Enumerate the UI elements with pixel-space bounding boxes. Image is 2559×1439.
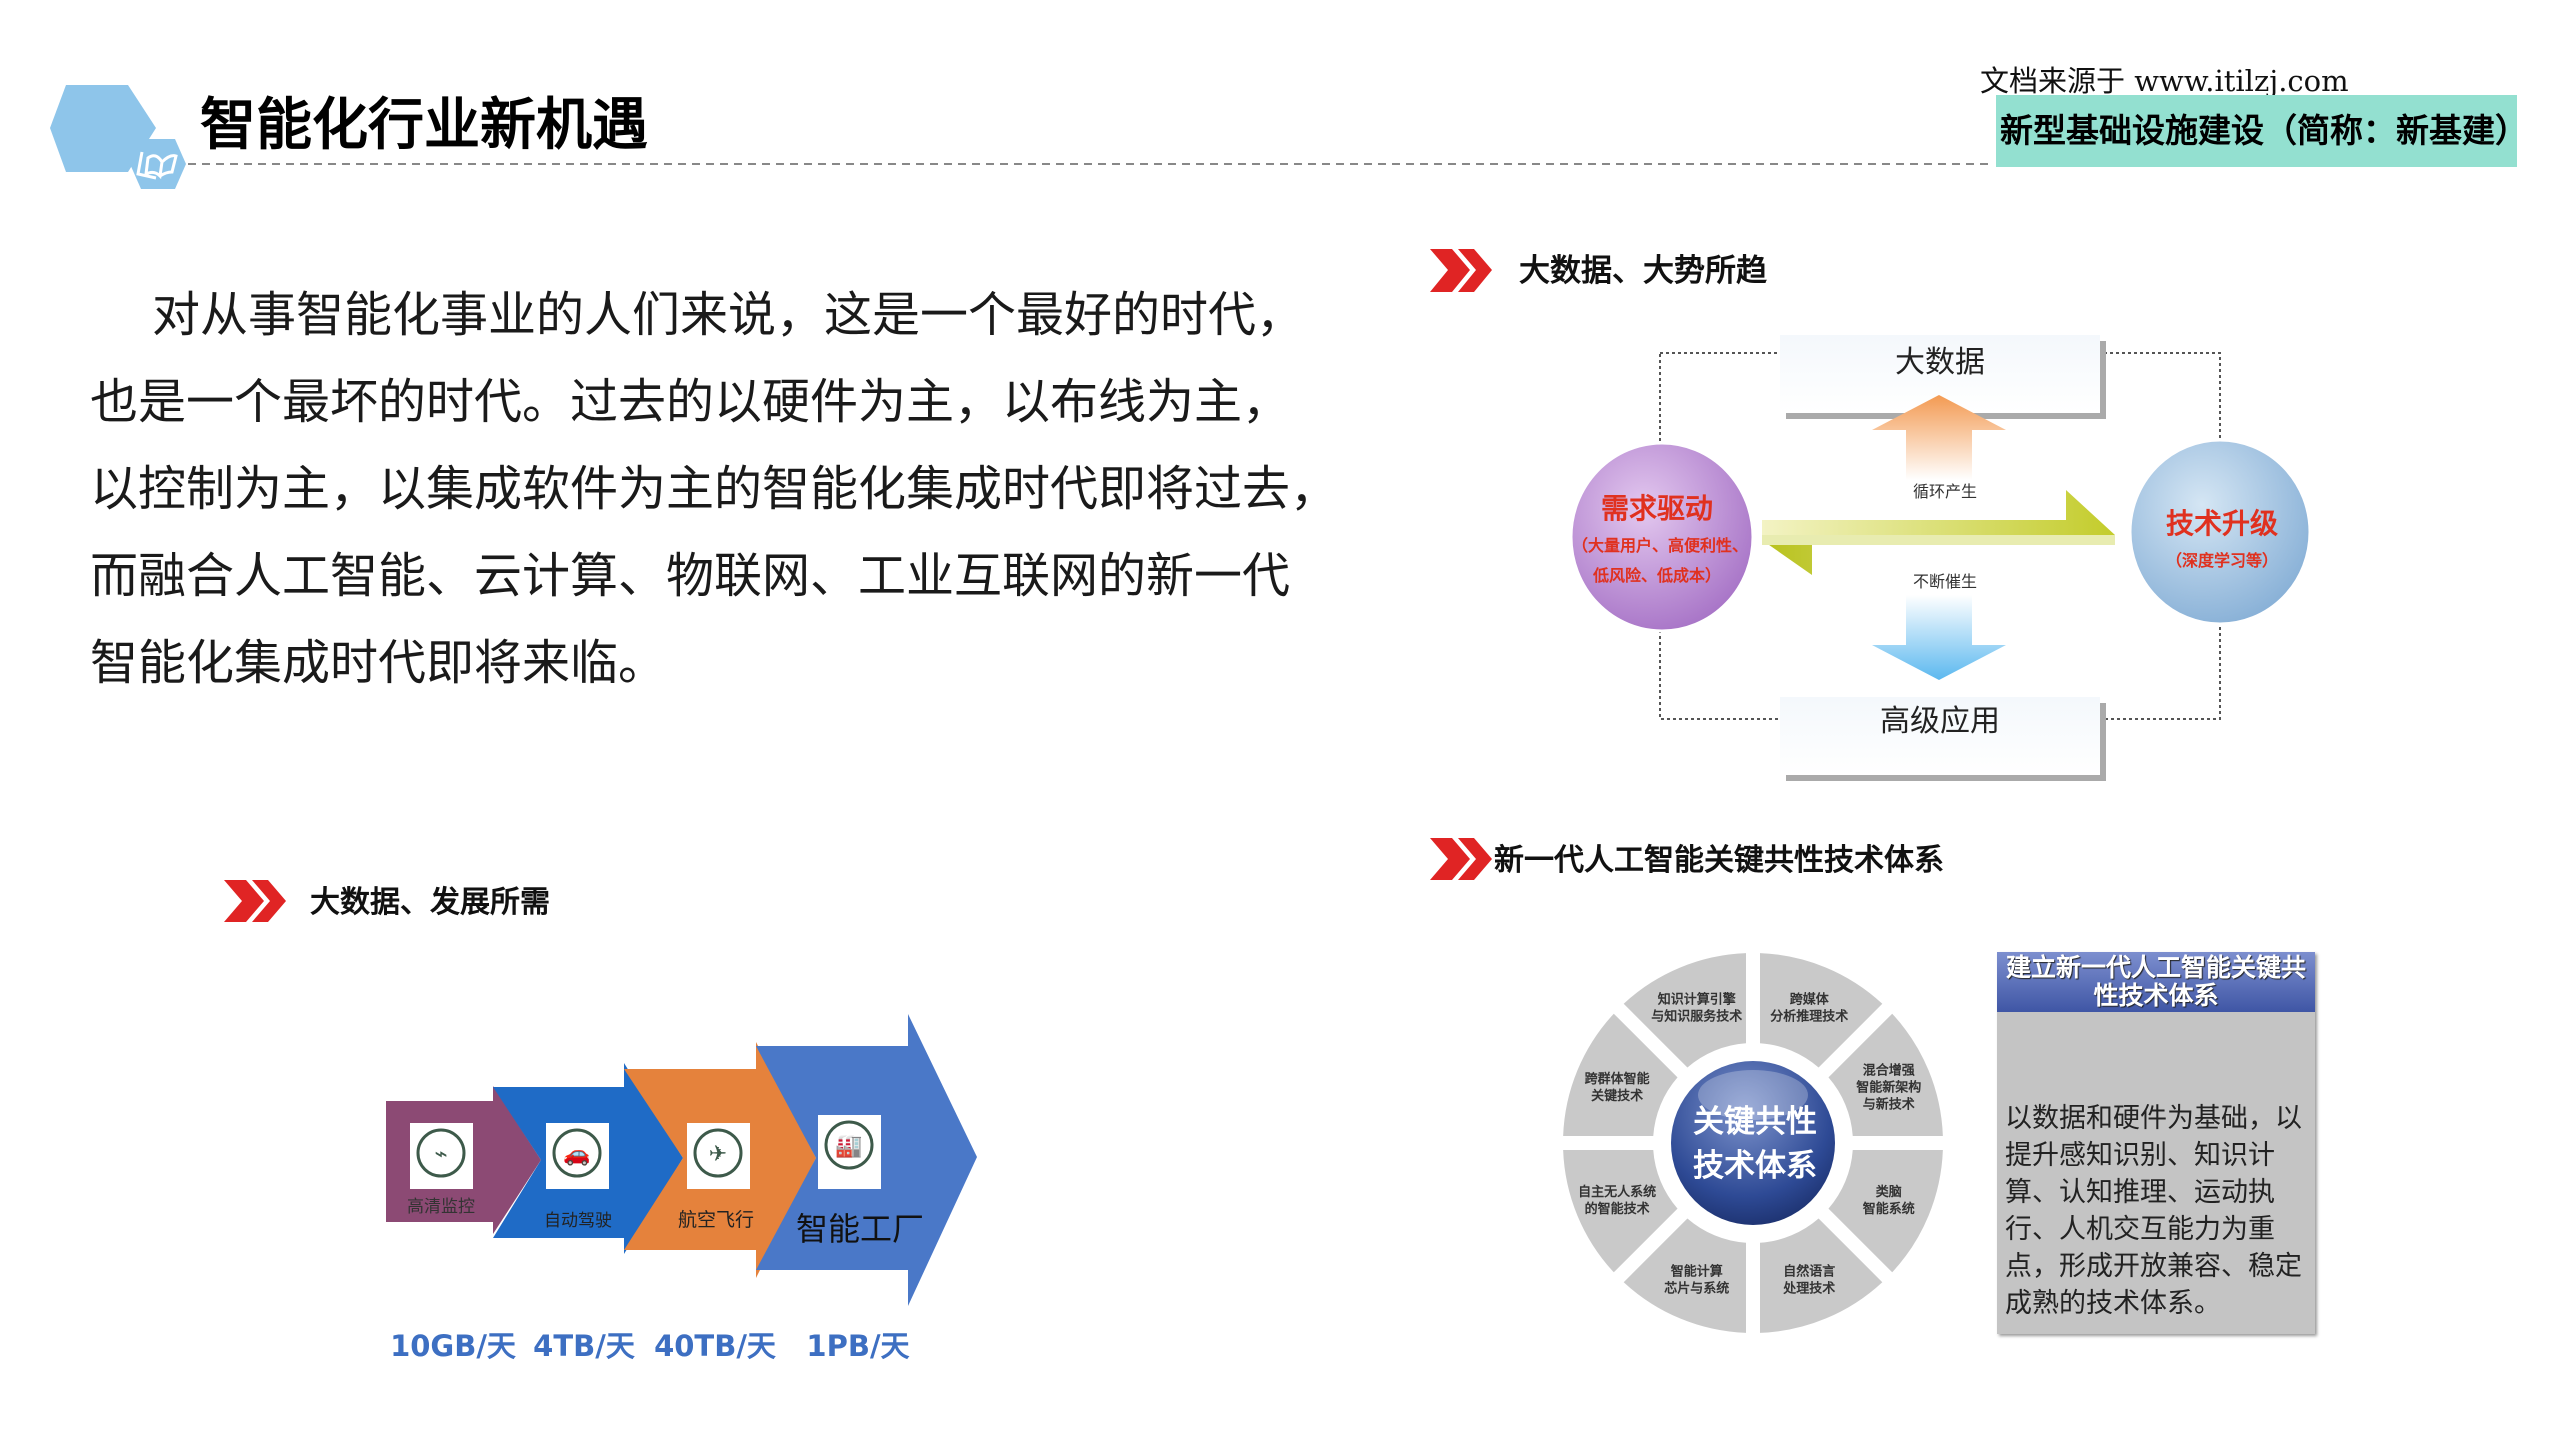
down-arrow-icon — [1872, 595, 2006, 680]
ring-segment — [1759, 953, 1883, 1068]
factory-icon: 🏭 — [818, 1115, 881, 1189]
svg-text:⌁: ⌁ — [434, 1142, 447, 1167]
svg-text:（深度学习等）: （深度学习等） — [2166, 551, 2278, 570]
tech-upgrade-circle — [2128, 438, 2312, 626]
ring-segment-label: 与知识服务技术 — [1651, 1009, 1742, 1025]
svg-text:10GB/天: 10GB/天 — [390, 1329, 516, 1363]
book-icon — [136, 151, 178, 180]
core-ball — [1671, 1061, 1835, 1225]
svg-text:🏭: 🏭 — [835, 1134, 862, 1159]
cctv-camera-icon: ⌁ — [410, 1123, 473, 1189]
source-note: 文档来源于 www.itilzj.com — [1980, 64, 2349, 98]
svg-text:1PB/天: 1PB/天 — [806, 1329, 909, 1363]
big-data-cycle-diagram: 大数据 高级应用 循环产生 不断催生 需求驱动 （大量用户、高便利性、 低风险、… — [1569, 335, 2312, 781]
svg-text:大数据: 大数据 — [1895, 345, 1985, 380]
ball-highlight — [1698, 1070, 1808, 1120]
new-infrastructure-badge: 新型基础设施建设（简称：新基建） — [1996, 95, 2528, 167]
core-label-2: 技术体系 — [1693, 1148, 1817, 1184]
svg-text:🚗: 🚗 — [563, 1142, 590, 1167]
bottom-box — [1780, 697, 2100, 775]
svg-text:高清监控: 高清监控 — [407, 1197, 475, 1217]
svg-text:自动驾驶: 自动驾驶 — [544, 1211, 612, 1231]
car-icon: 🚗 — [546, 1123, 609, 1189]
core-label-1: 关键共性 — [1693, 1104, 1817, 1140]
ring-segment-label: 分析推理技术 — [1770, 1009, 1848, 1025]
svg-text:40TB/天: 40TB/天 — [654, 1329, 776, 1363]
intro-line: 智能化集成时代即将来临。 — [90, 635, 667, 691]
ring-segment-label: 智能新架构 — [1856, 1080, 1921, 1096]
hexagon-logo-icon — [50, 85, 156, 172]
chevron-bullet-icon — [1430, 249, 1492, 292]
ring-segment — [1563, 1149, 1678, 1273]
section-heading-needs: 大数据、发展所需 — [310, 885, 550, 920]
ring-segment — [1828, 1013, 1943, 1137]
ring-segment — [1623, 1218, 1747, 1333]
svg-text:✈: ✈ — [709, 1142, 727, 1167]
svg-text:需求驱动: 需求驱动 — [1601, 492, 1713, 525]
ring-segment-label: 智能计算 — [1671, 1263, 1723, 1279]
chevron-bullet-icon — [1430, 838, 1492, 880]
ring-segment — [1623, 953, 1747, 1068]
svg-text:高级应用: 高级应用 — [1880, 704, 2000, 739]
intro-line: 也是一个最坏的时代。过去的以硬件为主，以布线为主， — [90, 374, 1291, 430]
ring-segment-label: 跨媒体 — [1790, 992, 1830, 1008]
ai-box-title: 建立新一代人工智能关键共性技术体系 — [1997, 952, 2315, 1012]
ai-system-box: 建立新一代人工智能关键共性技术体系 以数据和硬件为基础，以提升感知识别、知识计算… — [1997, 952, 2315, 1334]
ring-segment — [1759, 1218, 1883, 1333]
svg-text:4TB/天: 4TB/天 — [533, 1329, 635, 1363]
up-arrow-icon — [1872, 395, 2006, 480]
right-arrow-icon — [1762, 490, 2115, 535]
svg-text:智能工厂: 智能工厂 — [796, 1210, 924, 1248]
ring-segment-label: 类脑 — [1876, 1184, 1902, 1200]
ring-segment — [1828, 1149, 1943, 1273]
ring-segment-label: 跨群体智能 — [1585, 1071, 1650, 1087]
ring-segment-label: 自主无人系统 — [1578, 1184, 1656, 1200]
svg-text:航空飞行: 航空飞行 — [678, 1209, 754, 1231]
intro-paragraph: 对从事智能化事业的人们来说，这是一个最好的时代， 也是一个最坏的时代。过去的以硬… — [90, 272, 1350, 707]
ring-segment-label: 知识计算引擎 — [1658, 992, 1736, 1008]
ring-segment-label: 的智能技术 — [1585, 1201, 1650, 1217]
intro-line: 而融合人工智能、云计算、物联网、工业互联网的新一代 — [90, 548, 1291, 604]
svg-text:（大量用户、高便利性、: （大量用户、高便利性、 — [1572, 536, 1748, 555]
ring-segment-label: 智能系统 — [1863, 1201, 1915, 1217]
ring-segment-label: 混合增强 — [1863, 1063, 1915, 1079]
svg-text:循环产生: 循环产生 — [1913, 482, 1977, 501]
data-volume-arrows: ⌁ 🚗 ✈ 🏭 高清监控 自动驾驶 航空飞行 智能工厂 10GB/天 4TB/天 40… — [386, 1014, 977, 1363]
intro-line: 对从事智能化事业的人们来说，这是一个最好的时代， — [152, 287, 1305, 343]
svg-text:不断催生: 不断催生 — [1913, 572, 1977, 591]
airplane-icon: ✈ — [687, 1123, 750, 1189]
svg-text:技术升级: 技术升级 — [2166, 507, 2278, 540]
section-heading-ai: 新一代人工智能关键共性技术体系 — [1494, 843, 1944, 878]
ring-segment-label: 处理技术 — [1782, 1280, 1835, 1296]
section-heading-trend: 大数据、大势所趋 — [1519, 253, 1768, 289]
ring-segment-label: 与新技术 — [1863, 1097, 1915, 1113]
ai-box-text: 以数据和硬件为基础，以提升感知识别、知识计算、认知推理、运动执行、人机交互能力为… — [2005, 1103, 2302, 1319]
ring-segment — [1563, 1013, 1678, 1137]
svg-text:低风险、低成本）: 低风险、低成本） — [1592, 566, 1721, 585]
ring-segment-label: 关键技术 — [1591, 1088, 1643, 1104]
ring-segment-label: 自然语言 — [1783, 1263, 1835, 1279]
page-title: 智能化行业新机遇 — [200, 93, 648, 158]
chevron-bullet-icon — [224, 880, 286, 922]
ring-segment-label: 芯片与系统 — [1664, 1280, 1729, 1296]
demand-circle — [1569, 441, 1755, 633]
intro-line: 以控制为主，以集成软件为主的智能化集成时代即将过去， — [90, 461, 1339, 517]
